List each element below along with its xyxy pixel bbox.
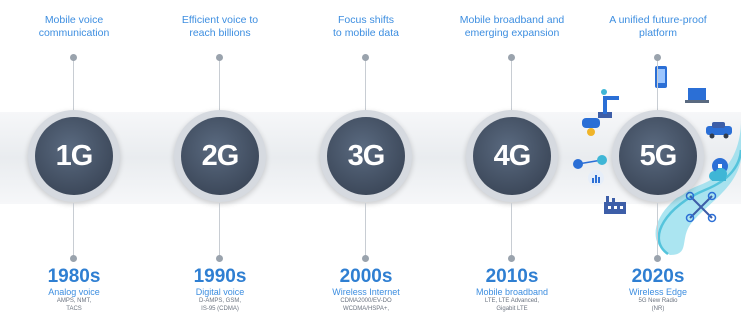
generation-4g: Mobile broadband and emerging expansion … (438, 0, 586, 327)
generation-5g: A unified future-proof platform 5G 2020s… (584, 0, 732, 327)
connector-dot (654, 255, 661, 262)
generation-details: D-AMPS, GSM, IS-95 (CDMA) (146, 298, 294, 313)
heading-line: reach billions (189, 26, 251, 39)
generation-heading: Efficient voice to reach billions (146, 14, 294, 39)
connector-line (219, 203, 220, 258)
connector-dot (654, 54, 661, 61)
connector-line (365, 203, 366, 258)
detail-line: LTE, LTE Advanced, (484, 298, 540, 304)
heading-line: Mobile voice (44, 14, 104, 26)
connector-dot (70, 54, 77, 61)
connector-line (657, 203, 658, 258)
generation-details: AMPS, NMT, TACS (0, 298, 148, 313)
generation-badge: 3G (327, 117, 405, 195)
generation-year: 1980s (47, 266, 101, 287)
detail-line: D-AMPS, GSM, (198, 298, 241, 304)
generation-tech: Digital voice (195, 287, 245, 297)
connector-line (365, 58, 366, 116)
detail-line: WCDMA/HSPA+, (342, 305, 390, 312)
generation-3g: Focus shifts to mobile data 3G 2000s Wir… (292, 0, 440, 327)
generation-year: 2010s (485, 266, 539, 287)
generation-year: 2020s (631, 266, 685, 287)
generation-badge: 2G (181, 117, 259, 195)
generation-heading: Mobile voice communication (0, 14, 148, 39)
generation-tech: Mobile broadband (475, 287, 549, 297)
detail-line: CDMA2000/EV-DO (340, 298, 392, 304)
heading-line: to mobile data (333, 26, 399, 39)
connector-dot (216, 255, 223, 262)
heading-line: platform (639, 26, 677, 39)
generation-year: 1990s (193, 266, 247, 287)
heading-line: Efficient voice to (181, 14, 259, 26)
connector-dot (362, 54, 369, 61)
heading-line: Focus shifts (337, 14, 395, 26)
generation-2g: Efficient voice to reach billions 2G 199… (146, 0, 294, 327)
generation-details: LTE, LTE Advanced, Gigabit LTE (438, 298, 586, 313)
connector-line (657, 58, 658, 116)
connector-line (511, 203, 512, 258)
connector-dot (508, 54, 515, 61)
connector-line (219, 58, 220, 116)
generation-1g: Mobile voice communication 1G 1980s Anal… (0, 0, 148, 327)
connector-dot (508, 255, 515, 262)
heading-line: A unified future-proof (609, 14, 707, 26)
detail-line: (NR) (651, 305, 665, 312)
heading-line: emerging expansion (464, 26, 560, 39)
connector-dot (70, 255, 77, 262)
detail-line: 5G New Radio (638, 298, 678, 304)
heading-line: communication (38, 26, 110, 39)
generation-heading: Focus shifts to mobile data (292, 14, 440, 39)
connector-line (511, 58, 512, 116)
generation-heading: Mobile broadband and emerging expansion (438, 14, 586, 39)
detail-line: AMPS, NMT, (56, 298, 92, 304)
detail-line: TACS (66, 305, 82, 312)
generation-details: CDMA2000/EV-DO WCDMA/HSPA+, (292, 298, 440, 313)
connector-line (73, 58, 74, 116)
generation-tech: Wireless Edge (628, 287, 688, 297)
generation-badge: 1G (35, 117, 113, 195)
heading-line: Mobile broadband and (459, 14, 565, 26)
generation-year: 2000s (339, 266, 393, 287)
generation-details: 5G New Radio (NR) (584, 298, 732, 313)
connector-line (73, 203, 74, 258)
detail-line: IS-95 (CDMA) (201, 305, 239, 312)
generation-badge: 4G (473, 117, 551, 195)
generation-tech: Analog voice (48, 287, 100, 297)
generation-badge: 5G (619, 117, 697, 195)
generation-heading: A unified future-proof platform (584, 14, 732, 39)
detail-line: Gigabit LTE (496, 305, 528, 312)
generation-tech: Wireless Internet (332, 287, 400, 297)
connector-dot (362, 255, 369, 262)
connector-dot (216, 54, 223, 61)
